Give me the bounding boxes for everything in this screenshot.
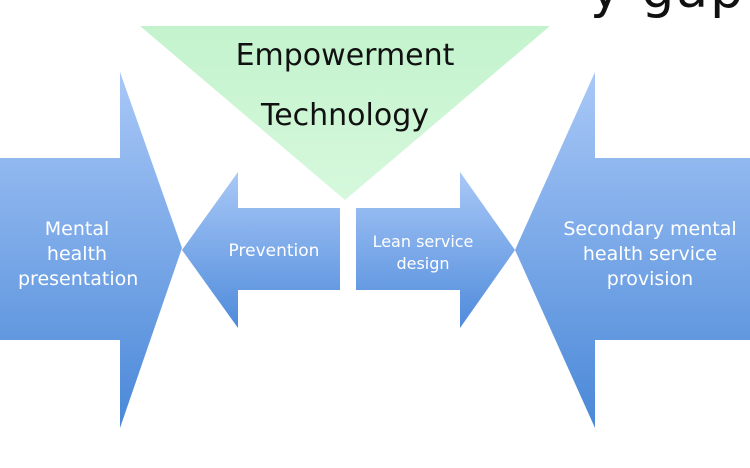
label-mental-health-presentation: Mental health presentation [18,218,139,290]
header-fragment: y gap [590,0,750,20]
label-secondary-service-provision: Secondary mental health service provisio… [563,218,737,290]
triangle-label-technology: Technology [260,98,430,133]
triangle-empowerment-technology [140,26,550,200]
label-lean-service-design: Lean service design [372,232,474,273]
arrow-prevention [182,172,340,328]
arrow-mental-health-presentation [0,72,182,428]
triangle-label-empowerment: Empowerment [235,38,455,73]
arrow-secondary-service-provision [515,72,750,428]
label-prevention: Prevention [228,241,320,261]
header-fragment-text: y gap [590,0,745,20]
arrow-lean-service-design [356,172,515,328]
